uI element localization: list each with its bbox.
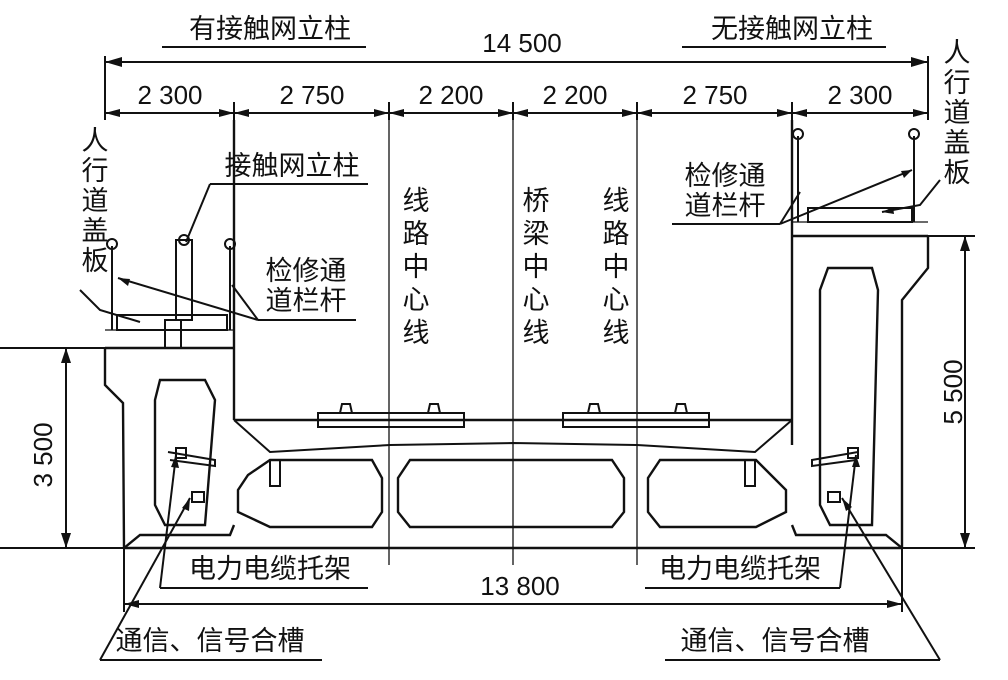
railing-left-label-1: 检修通 (266, 256, 347, 287)
svg-text:线: 线 (603, 318, 630, 349)
svg-text:板: 板 (944, 158, 971, 189)
svg-text:心: 心 (523, 285, 550, 316)
power-tray-left-label: 电力电缆托架 (189, 554, 351, 585)
svg-text:中: 中 (603, 252, 630, 283)
overall-width-label: 14 500 (482, 28, 562, 58)
segment-dimensions: 2 300 2 750 2 200 2 200 2 750 2 300 (105, 80, 928, 120)
bridge-section-outline (103, 120, 930, 550)
track-slab-left (317, 403, 465, 428)
svg-text:心: 心 (603, 285, 630, 316)
right-height-label: 5 500 (938, 359, 968, 424)
svg-text:人: 人 (944, 38, 971, 69)
svg-text:道: 道 (944, 98, 971, 129)
svg-text:人: 人 (82, 126, 109, 157)
svg-text:行: 行 (82, 156, 109, 187)
svg-text:线: 线 (403, 318, 430, 349)
track-centerline-label-left: 线 路 中 心 线 (403, 186, 430, 349)
overall-dimension: 14 500 (104, 28, 929, 120)
right-deck-fixtures (792, 128, 920, 223)
cable-tray-right (811, 447, 859, 468)
railing-right-label-2: 道栏杆 (685, 191, 766, 222)
title-right: 无接触网立柱 (711, 14, 873, 45)
segment-width-3: 2 200 (418, 80, 483, 110)
bottom-box-left (236, 458, 384, 529)
sidewalk-cover-right-label: 人 行 道 盖 板 (944, 38, 971, 189)
svg-text:线: 线 (603, 186, 630, 217)
track-centerline-label-right: 线 路 中 心 线 (603, 186, 630, 349)
svg-text:盖: 盖 (944, 128, 971, 159)
segment-width-2: 2 750 (279, 80, 344, 110)
left-web-cell (153, 378, 217, 527)
right-height-dimension: 5 500 (902, 235, 975, 549)
left-height-dimension: 3 500 (0, 347, 124, 549)
left-deck-fixtures (106, 234, 236, 349)
railing-right-label-1: 检修通 (685, 161, 766, 192)
left-height-label: 3 500 (28, 422, 58, 487)
segment-width-4: 2 200 (542, 80, 607, 110)
title-left: 有接触网立柱 (189, 14, 351, 45)
svg-text:中: 中 (523, 252, 550, 283)
track-slab-right (562, 403, 710, 428)
segment-width-6: 2 300 (827, 80, 892, 110)
svg-text:道: 道 (82, 186, 109, 217)
bottom-box-center (396, 458, 626, 529)
svg-text:板: 板 (82, 246, 109, 277)
svg-text:线: 线 (523, 318, 550, 349)
cable-tray-left (167, 447, 216, 468)
bottom-box-right-notch (744, 459, 756, 487)
svg-text:盖: 盖 (82, 216, 109, 247)
signal-trough-right-label: 通信、信号合槽 (681, 626, 870, 657)
sidewalk-cover-left-label: 人 行 道 盖 板 (82, 126, 109, 277)
signal-trough-left (191, 491, 205, 503)
bottom-box-right (646, 458, 788, 529)
svg-text:中: 中 (403, 252, 430, 283)
bottom-width-dimension: 13 800 (123, 548, 903, 612)
svg-text:行: 行 (944, 68, 971, 99)
segment-width-1: 2 300 (137, 80, 202, 110)
power-tray-right-label: 电力电缆托架 (659, 554, 821, 585)
svg-text:梁: 梁 (523, 219, 550, 250)
bridge-centerline-label: 桥 梁 中 心 线 (523, 186, 550, 349)
svg-text:路: 路 (603, 219, 630, 250)
bottom-box-left-notch (269, 459, 281, 487)
svg-text:线: 线 (403, 186, 430, 217)
signal-trough-left-label: 通信、信号合槽 (116, 626, 305, 657)
right-web-cell (818, 266, 880, 527)
catenary-mast-label: 接触网立柱 (225, 151, 360, 182)
svg-text:桥: 桥 (523, 186, 550, 217)
bottom-width-label: 13 800 (480, 571, 560, 601)
segment-width-5: 2 750 (682, 80, 747, 110)
svg-text:路: 路 (403, 219, 430, 250)
railing-left-label-2: 道栏杆 (266, 286, 347, 317)
signal-trough-right (827, 491, 841, 503)
svg-text:心: 心 (403, 285, 430, 316)
